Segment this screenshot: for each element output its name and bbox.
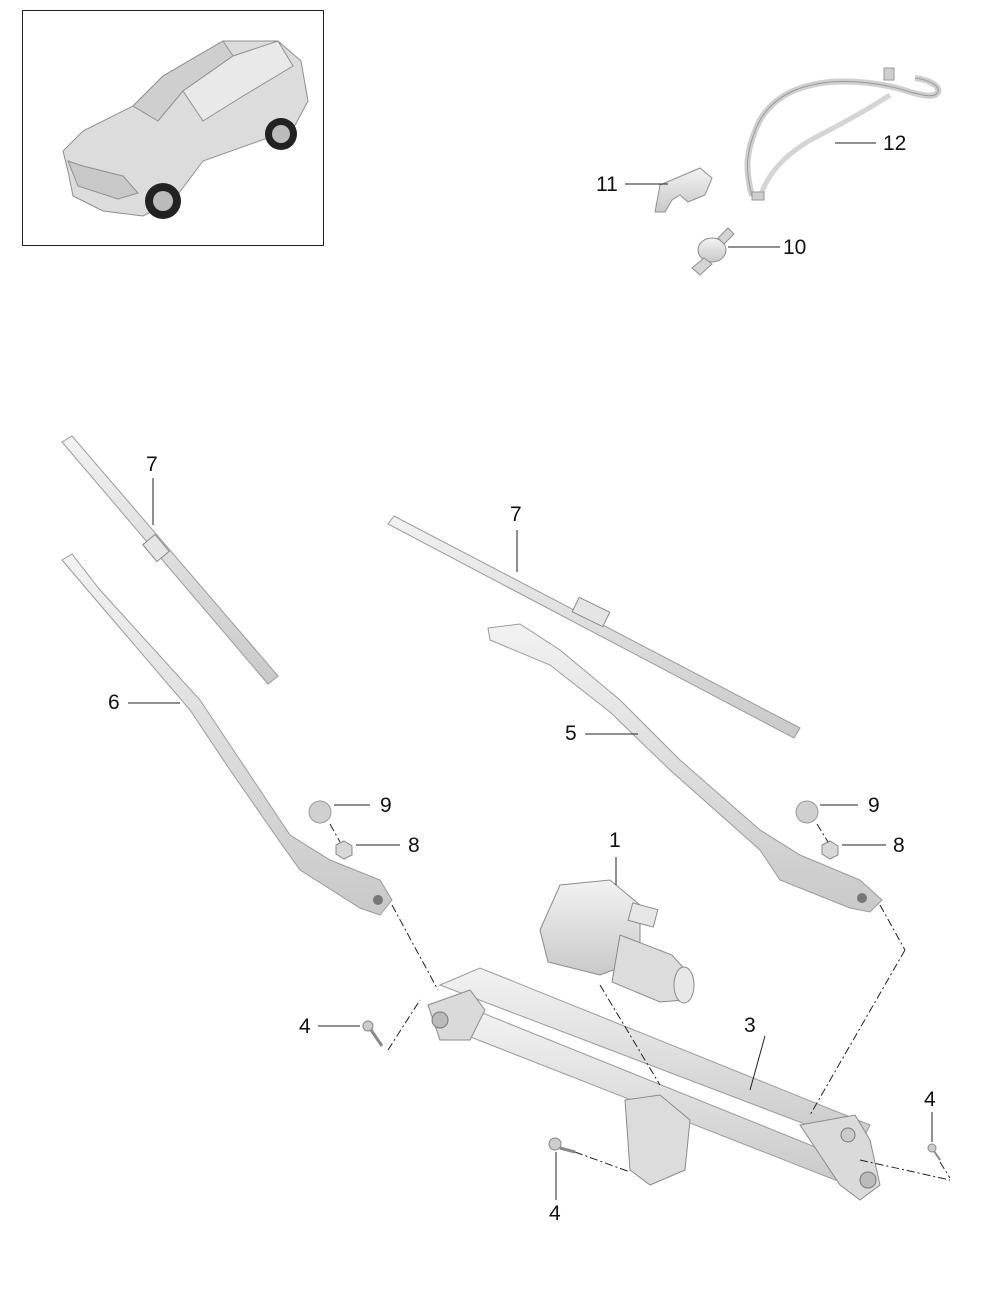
callout-4-left: 4 <box>299 1015 311 1038</box>
rain-sensor-harness <box>744 67 942 201</box>
callout-9-right: 9 <box>868 794 880 817</box>
assembly-lines <box>329 823 951 1181</box>
callout-8-left: 8 <box>408 834 420 857</box>
vehicle-thumbnail-illustration <box>62 40 309 219</box>
leader-lines <box>128 142 933 1200</box>
wiper-blade-left <box>61 435 279 685</box>
callout-1: 1 <box>609 829 621 852</box>
wiper-motor <box>539 879 695 1004</box>
cap-right <box>795 800 819 824</box>
rain-light-sensor <box>691 227 735 276</box>
callout-4-right: 4 <box>924 1088 936 1111</box>
nut-left <box>335 840 353 860</box>
wiper-linkage <box>427 967 881 1201</box>
wiper-blade-right <box>387 515 801 739</box>
callout-10: 10 <box>783 236 807 259</box>
bolt-bottom <box>548 1137 576 1154</box>
callout-6: 6 <box>108 691 120 714</box>
wiper-arm-left <box>61 553 393 916</box>
callout-11: 11 <box>596 173 618 196</box>
nut-right <box>821 840 839 860</box>
vehicle-thumbnail-frame <box>22 10 324 246</box>
callout-3: 3 <box>744 1014 756 1037</box>
callout-12: 12 <box>883 132 907 155</box>
bolt-right <box>927 1143 941 1161</box>
callout-9-left: 9 <box>380 794 392 817</box>
callout-7-left: 7 <box>146 453 158 476</box>
callout-7-right: 7 <box>510 503 522 526</box>
callout-8-right: 8 <box>893 834 905 857</box>
wiper-arm-right <box>487 623 883 913</box>
callout-5: 5 <box>565 722 577 745</box>
sensor-bracket <box>654 167 713 213</box>
cap-left <box>308 800 332 824</box>
bolt-left <box>362 1020 384 1047</box>
callout-4-bottom: 4 <box>549 1202 561 1225</box>
